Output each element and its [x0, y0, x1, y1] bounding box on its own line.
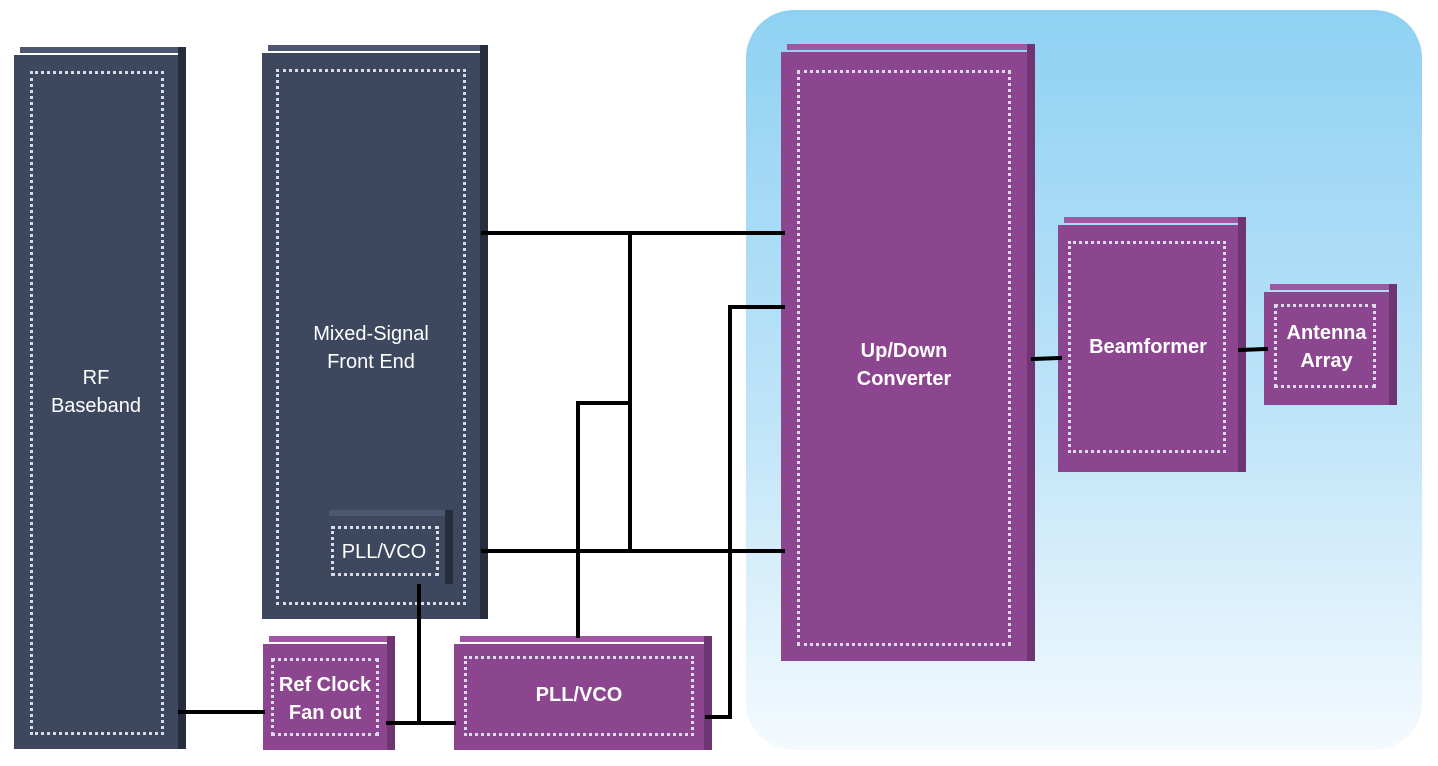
pll-vco-external-block: PLL/VCO [454, 636, 712, 750]
up-down-converter-label: Up/Down Converter [856, 340, 952, 390]
antenna-array-block: Antenna Array [1264, 284, 1397, 405]
wire-converter-to-beamformer [1030, 355, 1063, 362]
mixed-signal-front-end-label: Mixed-Signal Front End [313, 323, 429, 373]
rf-baseband-label: RF Baseband [50, 367, 142, 417]
ref-clock-fan-out-label: Ref Clock Fan out [278, 674, 372, 724]
pll-vco-internal-block: PLL/VCO [323, 510, 453, 584]
antenna-array-label: Antenna Array [1286, 322, 1367, 372]
up-down-converter-block: Up/Down Converter [781, 44, 1035, 661]
beamformer-label: Beamformer [1089, 336, 1207, 358]
pll-vco-external-label: PLL/VCO [535, 684, 623, 706]
pll-vco-internal-label: PLL/VCO [341, 541, 427, 563]
ref-clock-fan-out-block: Ref Clock Fan out [263, 636, 395, 750]
wire-beamformer-to-antenna [1237, 346, 1269, 353]
beamformer-block: Beamformer [1058, 217, 1246, 472]
rf-baseband-block: RF Baseband [14, 47, 186, 749]
